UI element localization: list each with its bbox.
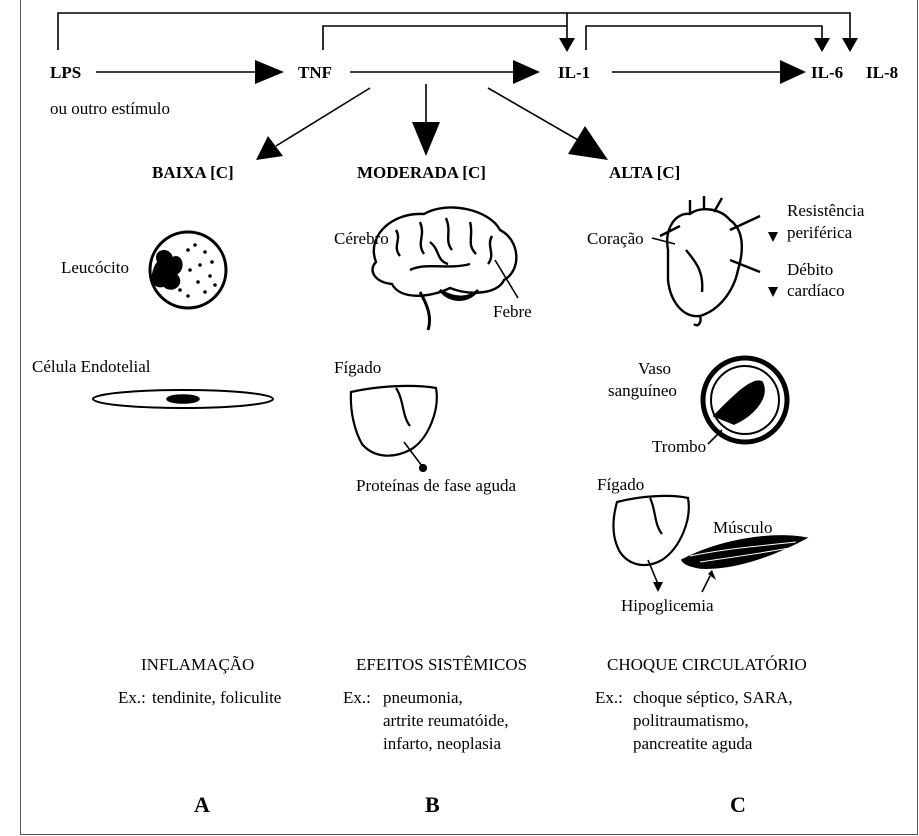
label-endothelial: Célula Endotelial (32, 357, 151, 376)
arrowhead-low (256, 136, 283, 160)
arrow-tnf-high (487, 87, 579, 141)
liver-drawing-b (349, 384, 438, 473)
example-c-1: choque séptico, SARA, (633, 688, 793, 707)
label-lps: LPS (50, 63, 82, 82)
connector-tnf-il1 (322, 25, 567, 50)
arrow-down-output (768, 287, 778, 297)
example-b-2: artrite reumatóide, (383, 711, 509, 730)
example-b-3: infarto, neoplasia (383, 734, 502, 753)
label-leukocyte: Leucócito (61, 258, 129, 277)
label-acute-proteins: Proteínas de fase aguda (356, 476, 517, 495)
arrowhead-il6 (780, 60, 806, 84)
label-vessel-2: sanguíneo (608, 381, 677, 400)
level-low: BAIXA [C] (152, 163, 234, 182)
label-thrombus: Trombo (652, 437, 707, 456)
column-letter-b: B (425, 792, 440, 817)
label-resistance-1: Resistência (787, 201, 865, 220)
label-lps-sub: ou outro estímulo (50, 99, 170, 118)
label-fever: Febre (493, 302, 532, 321)
example-c-2: politraumatismo, (633, 711, 749, 730)
arrow-tnf-low (275, 87, 371, 147)
example-prefix-b: Ex.: (343, 688, 371, 707)
category-c: CHOQUE CIRCULATÓRIO (607, 655, 807, 674)
arrowhead-il6-top (814, 38, 830, 52)
label-il6: IL-6 (811, 63, 844, 82)
example-a-1: tendinite, foliculite (152, 688, 282, 707)
category-b: EFEITOS SISTÊMICOS (356, 655, 528, 674)
label-vessel-1: Vaso (638, 359, 672, 378)
arrowhead-il1-top (559, 38, 575, 52)
label-output-1: Débito (787, 260, 834, 279)
example-b-1: pneumonia, (383, 688, 463, 707)
liver-drawing-c (612, 494, 690, 592)
blood-vessel-drawing (700, 355, 790, 445)
arrowhead-high (568, 126, 608, 160)
label-il1: IL-1 (558, 63, 591, 82)
heart-drawing (651, 196, 761, 327)
arrowhead-moderate (412, 122, 440, 156)
label-liver-c: Fígado (597, 475, 645, 494)
brain-drawing (371, 206, 519, 331)
endothelial-cell-drawing (92, 389, 274, 409)
label-hypoglycemia: Hipoglicemia (621, 596, 714, 615)
label-output-2: cardíaco (787, 281, 845, 300)
label-tnf: TNF (298, 63, 332, 82)
leukocyte-drawing (148, 230, 228, 310)
level-moderate: MODERADA [C] (357, 163, 486, 182)
level-high: ALTA [C] (609, 163, 681, 182)
label-liver-b: Fígado (334, 358, 382, 377)
label-brain: Cérebro (334, 229, 389, 248)
connector-lps-il8 (567, 12, 851, 40)
arrow-down-resistance (768, 232, 778, 242)
connector-il1-il6 (585, 25, 823, 50)
connector-lps-il1 (57, 12, 568, 50)
diagram-frame (20, 0, 918, 835)
arrowhead-il8-top (842, 38, 858, 52)
label-resistance-2: periférica (787, 223, 853, 242)
label-heart: Coração (587, 229, 644, 248)
example-prefix-c: Ex.: (595, 688, 623, 707)
column-letter-a: A (194, 792, 210, 817)
arrowhead-tnf (255, 60, 284, 84)
label-muscle: Músculo (713, 518, 773, 537)
example-prefix-a: Ex.: (118, 688, 146, 707)
label-il8: IL-8 (866, 63, 899, 82)
arrowhead-il1 (513, 60, 540, 84)
muscle-drawing (680, 535, 809, 593)
example-c-3: pancreatite aguda (633, 734, 753, 753)
category-a: INFLAMAÇÃO (141, 655, 255, 674)
column-letter-c: C (730, 792, 746, 817)
